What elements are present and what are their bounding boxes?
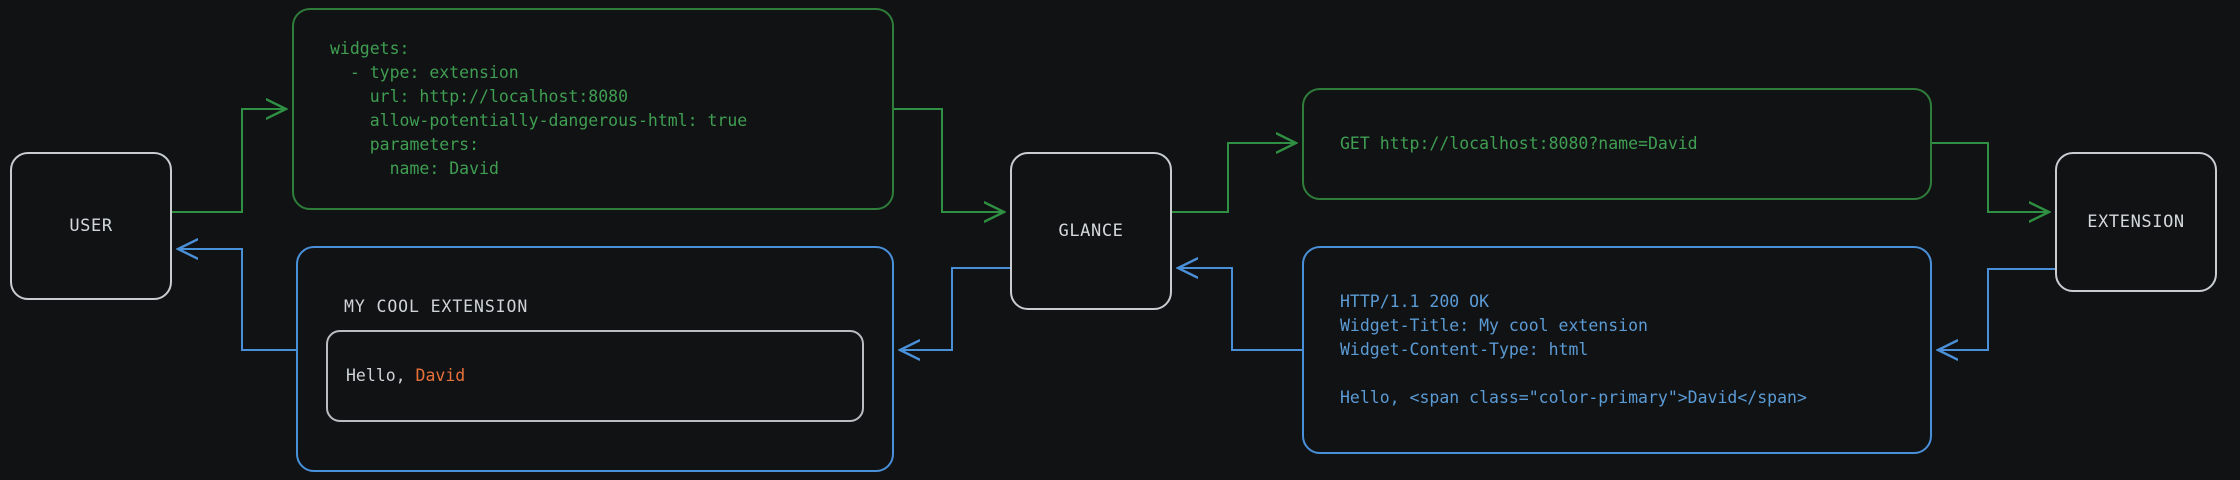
widget-greeting-name: David	[415, 366, 466, 385]
wire-glance-to-request	[1172, 143, 1296, 213]
node-user[interactable]: USER	[10, 152, 172, 300]
wire-widget-to-user	[178, 249, 296, 351]
panel-http-request: GET http://localhost:8080?name=David	[1302, 88, 1932, 200]
wire-config-to-glance	[894, 108, 1004, 212]
node-glance-label: GLANCE	[1058, 221, 1124, 241]
http-request-code: GET http://localhost:8080?name=David	[1340, 134, 1698, 153]
widget-greeting-prefix: Hello,	[346, 366, 416, 385]
wire-user-to-config	[172, 109, 286, 213]
node-extension[interactable]: EXTENSION	[2055, 152, 2217, 292]
node-extension-label: EXTENSION	[2087, 212, 2185, 232]
rendered-widget-card: Hello, David	[326, 329, 864, 422]
yaml-config-code: widgets: - type: extension url: http://l…	[330, 39, 748, 178]
node-user-label: USER	[69, 216, 113, 236]
http-response-code: HTTP/1.1 200 OK Widget-Title: My cool ex…	[1340, 292, 1807, 407]
wire-glance-to-widget	[900, 267, 1010, 350]
wire-extension-to-response	[1938, 268, 2055, 350]
panel-yaml-config: widgets: - type: extension url: http://l…	[292, 8, 894, 210]
wire-request-to-extension	[1932, 142, 2049, 212]
node-glance[interactable]: GLANCE	[1010, 152, 1172, 310]
panel-rendered-widget: MY COOL EXTENSION Hello, David	[296, 246, 894, 472]
panel-http-response: HTTP/1.1 200 OK Widget-Title: My cool ex…	[1302, 246, 1932, 454]
wire-response-to-glance	[1178, 268, 1302, 351]
rendered-widget-title: MY COOL EXTENSION	[344, 296, 529, 316]
rendered-widget-body: MY COOL EXTENSION Hello, David	[298, 248, 892, 470]
